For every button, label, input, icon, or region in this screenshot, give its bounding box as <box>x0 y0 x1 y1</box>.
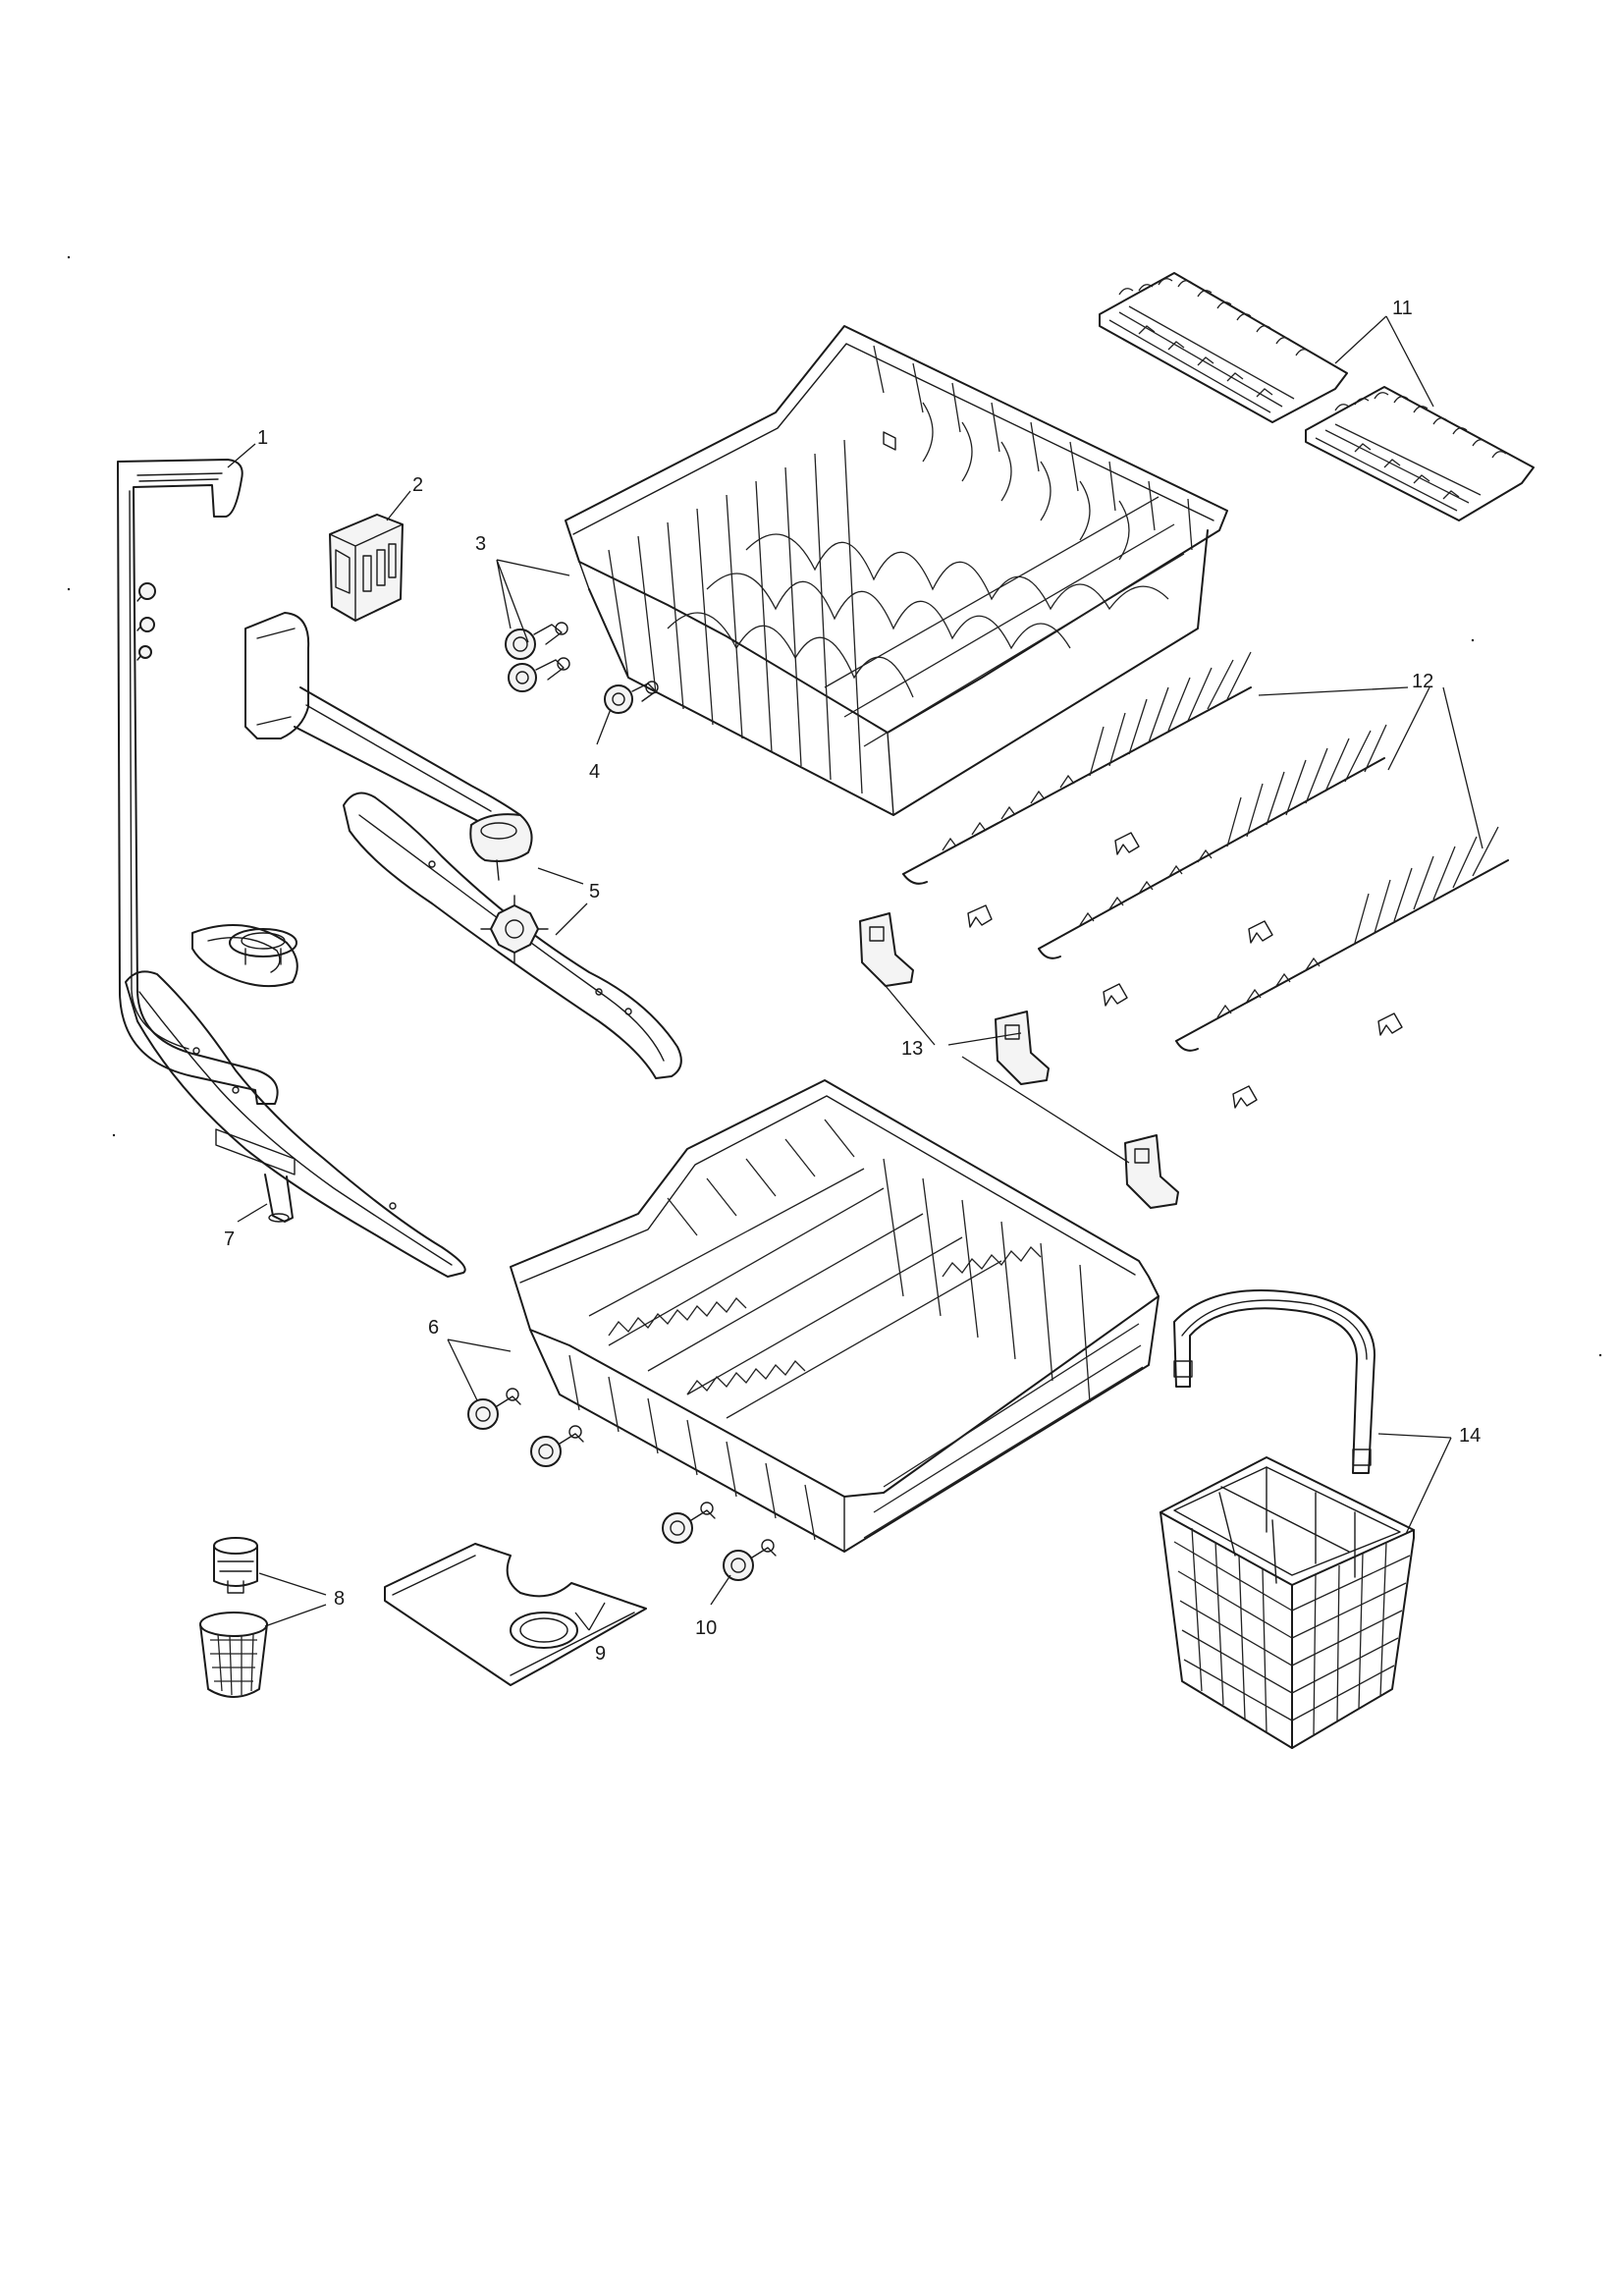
callout-3: 3 <box>475 533 486 555</box>
lower-rack-icon <box>510 1079 1160 1553</box>
tine-row-icon[interactable] <box>902 651 1509 1109</box>
callout-6: 6 <box>428 1317 439 1339</box>
upper-spray-arm-icon[interactable] <box>244 612 682 1079</box>
filter-cylinder-icon[interactable] <box>199 1537 268 1698</box>
callout-2: 2 <box>412 474 423 496</box>
lower-spray-arm-icon[interactable] <box>125 970 466 1278</box>
cutlery-basket-icon[interactable] <box>1160 1288 1415 1749</box>
wheel-icon[interactable] <box>723 1539 777 1581</box>
roller-icon[interactable] <box>604 681 659 714</box>
rack-clip-icon[interactable] <box>859 912 1179 1209</box>
callout-5: 5 <box>589 881 600 902</box>
callout-9: 9 <box>595 1643 606 1665</box>
callout-13: 13 <box>901 1038 923 1060</box>
vertical-spray-tube-icon[interactable] <box>117 459 298 1105</box>
callout-8: 8 <box>334 1588 345 1610</box>
nozzle-block-icon[interactable] <box>329 514 404 622</box>
filter-plate-icon[interactable] <box>384 1543 647 1686</box>
callout-4: 4 <box>589 761 600 783</box>
callout-1: 1 <box>257 427 268 449</box>
lower-rack-wheel-icon[interactable] <box>467 1388 716 1544</box>
scan-specks <box>67 255 1602 1357</box>
callout-labels: 1 2 3 4 5 6 7 8 9 10 11 12 13 14 <box>224 298 1481 1665</box>
callout-7: 7 <box>224 1229 235 1250</box>
upper-rack-icon <box>565 325 1228 816</box>
upper-rack-roller-icon[interactable] <box>505 622 570 692</box>
callout-12: 12 <box>1412 671 1433 692</box>
callout-11: 11 <box>1392 298 1413 319</box>
leader-lines <box>227 315 1483 1631</box>
callout-14: 14 <box>1459 1425 1481 1447</box>
cup-shelf-icon[interactable] <box>1099 272 1535 521</box>
callout-10: 10 <box>695 1617 717 1639</box>
